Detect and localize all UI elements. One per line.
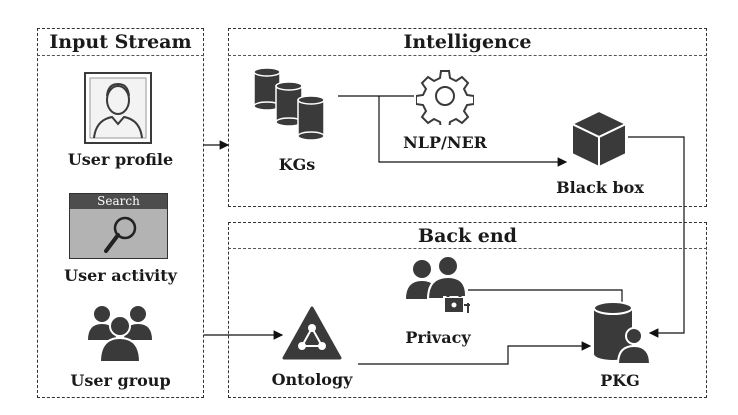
kgs-label: KGs bbox=[278, 155, 316, 174]
intelligence-panel bbox=[228, 28, 707, 207]
privacy-users-lock-icon bbox=[404, 255, 472, 321]
black-box-cube-icon bbox=[569, 109, 629, 173]
input-stream-title: Input Stream bbox=[49, 31, 192, 53]
input-stream-panel bbox=[37, 28, 204, 398]
ontology-label: Ontology bbox=[271, 370, 353, 389]
back-end-title: Back end bbox=[418, 225, 517, 247]
gear-icon bbox=[415, 67, 475, 130]
blackbox-to-pkg-arrow bbox=[628, 136, 685, 338]
intelligence-title: Intelligence bbox=[403, 31, 532, 53]
ontology-to-pkg-arrow bbox=[358, 341, 592, 365]
input-stream-title-divider bbox=[37, 55, 204, 56]
user-group-label: User group bbox=[70, 371, 171, 390]
pkg-label: PKG bbox=[600, 371, 640, 390]
back-end-panel bbox=[228, 222, 707, 398]
user-profile-icon bbox=[84, 72, 152, 148]
privacy-label: Privacy bbox=[405, 328, 471, 347]
search-window-icon: Search bbox=[69, 193, 168, 259]
nlp-ner-label: NLP/NER bbox=[403, 133, 487, 152]
black-box-label: Black box bbox=[556, 178, 644, 197]
user-activity-label: User activity bbox=[64, 266, 177, 285]
user-group-icon bbox=[86, 300, 154, 366]
privacy-to-pkg-line bbox=[468, 289, 623, 305]
user-profile-label: User profile bbox=[67, 150, 174, 169]
magnifier-icon bbox=[104, 216, 137, 253]
search-window-header: Search bbox=[70, 194, 167, 209]
back-end-title-divider bbox=[228, 248, 707, 249]
intelligence-title-divider bbox=[228, 55, 707, 56]
ontology-triangle-icon bbox=[282, 306, 342, 364]
kgs-database-icon bbox=[252, 66, 342, 150]
pkg-database-user-icon bbox=[590, 300, 656, 370]
kgs-to-blackbox-arrow bbox=[378, 96, 568, 167]
